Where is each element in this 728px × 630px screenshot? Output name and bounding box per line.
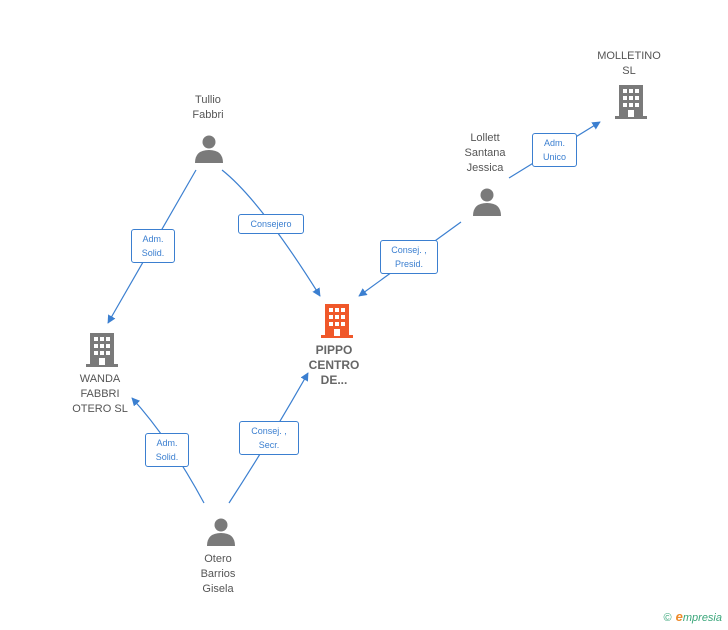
node-wanda-label[interactable]: WANDA FABBRI OTERO SL bbox=[55, 372, 145, 417]
edge-tag-lollett-pippo[interactable]: Consej. , Presid. bbox=[380, 240, 438, 274]
edge-tag-line: Solid. bbox=[155, 452, 179, 462]
node-lollett-label[interactable]: Lollett Santana Jessica bbox=[445, 131, 525, 176]
node-name-line: Fabbri bbox=[192, 109, 224, 121]
building-icon[interactable] bbox=[86, 333, 118, 367]
node-name-line: Tullio bbox=[195, 94, 221, 106]
node-name-line: CENTRO bbox=[308, 358, 360, 372]
edge-tag-line: Adm. bbox=[156, 438, 178, 448]
edge-tag-lollett-molletino[interactable]: Adm. Unico bbox=[532, 133, 577, 167]
empresia-logo[interactable]: ©empresia bbox=[664, 609, 722, 624]
edge-tag-line: Solid. bbox=[141, 248, 165, 258]
brand-initial: e bbox=[675, 609, 683, 624]
node-name-line: MOLLETINO bbox=[597, 50, 661, 62]
person-icon[interactable] bbox=[472, 187, 502, 217]
node-name-line: WANDA bbox=[79, 373, 121, 385]
node-name-line: Jessica bbox=[466, 162, 504, 174]
edge-tag-tullio-wanda[interactable]: Adm. Solid. bbox=[131, 229, 175, 263]
node-otero-label[interactable]: Otero Barrios Gisela bbox=[178, 552, 258, 597]
edge-tag-line: Consej. , bbox=[391, 245, 427, 255]
edge-tag-line: Adm. bbox=[142, 234, 164, 244]
node-name-line: FABBRI bbox=[80, 388, 120, 400]
edge-tag-otero-pippo[interactable]: Consej. , Secr. bbox=[239, 421, 299, 455]
node-name-line: SL bbox=[622, 65, 636, 77]
node-name-line: Otero bbox=[204, 553, 232, 565]
node-name-line: Santana bbox=[464, 147, 506, 159]
node-molletino-label[interactable]: MOLLETINO SL bbox=[584, 49, 674, 79]
edge-tag-otero-wanda[interactable]: Adm. Solid. bbox=[145, 433, 189, 467]
edge-tag-line: Adm. bbox=[543, 138, 565, 148]
edge-tag-line: Presid. bbox=[394, 259, 423, 269]
building-icon[interactable] bbox=[321, 304, 353, 338]
edge-tag-line: Secr. bbox=[258, 440, 280, 450]
edge-tag-line: Unico bbox=[542, 152, 566, 162]
edge-tag-line: Consej. , bbox=[251, 426, 287, 436]
node-tullio-label[interactable]: Tullio Fabbri bbox=[168, 93, 248, 123]
building-icon[interactable] bbox=[615, 85, 647, 119]
node-name-line: Barrios bbox=[200, 568, 236, 580]
node-name-line: PIPPO bbox=[315, 343, 353, 357]
edge-tag-tullio-pippo[interactable]: Consejero bbox=[238, 214, 304, 234]
person-icon[interactable] bbox=[194, 134, 224, 164]
node-name-line: Gisela bbox=[202, 583, 234, 595]
node-name-line: Lollett bbox=[470, 132, 500, 144]
copyright-symbol: © bbox=[663, 612, 672, 624]
node-name-line: DE... bbox=[320, 373, 348, 387]
node-pippo-label[interactable]: PIPPO CENTRO DE... bbox=[294, 343, 374, 388]
edge-tag-line: Consejero bbox=[250, 219, 292, 229]
person-icon[interactable] bbox=[206, 517, 236, 547]
node-name-line: OTERO SL bbox=[72, 403, 128, 415]
brand-name: mpresia bbox=[682, 612, 722, 624]
